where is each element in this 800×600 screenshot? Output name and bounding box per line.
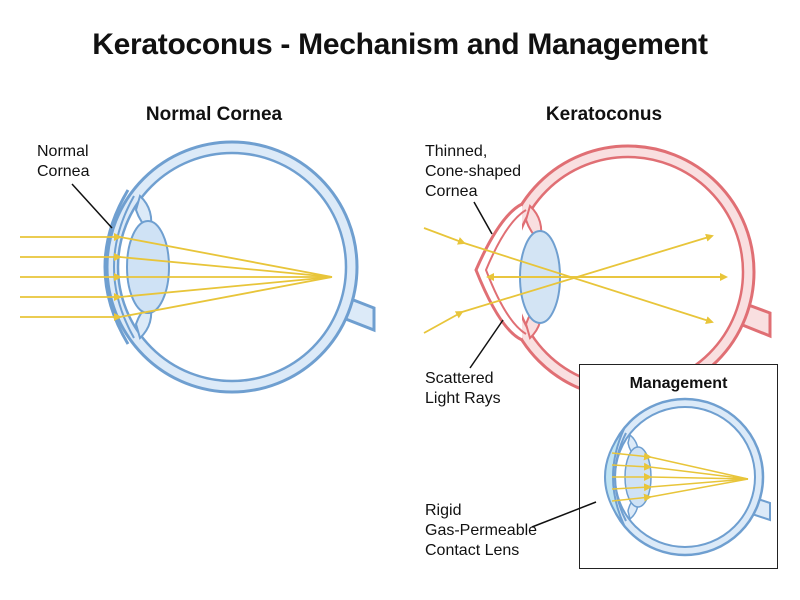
scattered-rays-label: Scattered Light Rays xyxy=(425,370,501,407)
normal-cornea-heading: Normal Cornea xyxy=(145,104,283,125)
thinned-cornea-label: Thinned, Cone-shaped Cornea xyxy=(425,143,522,200)
keratoconus-eye xyxy=(423,144,772,400)
contact-lens-label: Rigid Gas-Permeable Contact Lens xyxy=(425,502,538,559)
keratoconus-heading: Keratoconus xyxy=(545,104,663,125)
page-title: Keratoconus - Mechanism and Management xyxy=(92,28,708,61)
management-panel: Management xyxy=(579,364,778,569)
normal-eye xyxy=(20,140,376,394)
normal-cornea-label: Normal Cornea xyxy=(37,143,90,180)
management-eye xyxy=(604,397,771,557)
management-heading: Management xyxy=(629,375,728,392)
